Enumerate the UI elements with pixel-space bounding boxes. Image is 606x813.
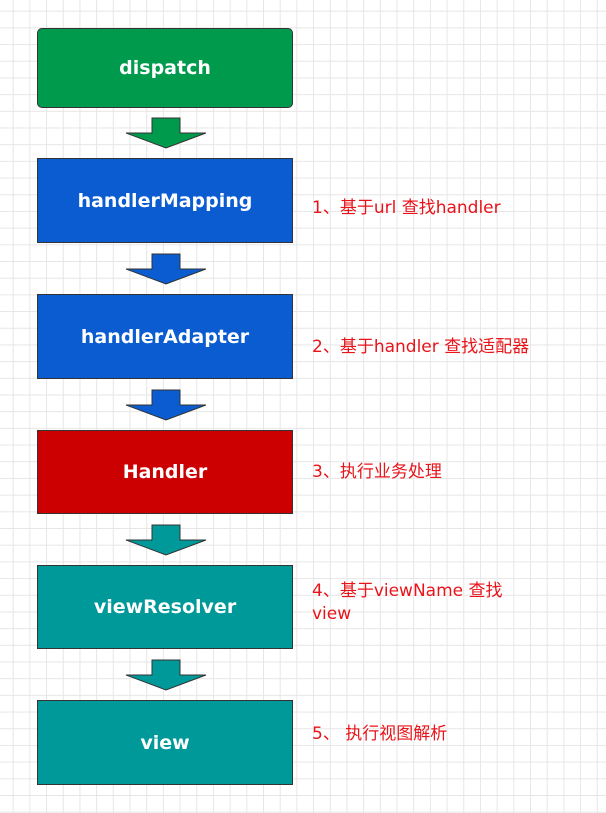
down-arrow-5: [125, 659, 207, 691]
note-2: 2、基于handler 查找适配器: [312, 337, 530, 357]
step-handler-adapter: handlerAdapter: [37, 294, 293, 379]
note-4: 4、基于viewName 查找view: [312, 581, 503, 624]
down-arrow-2: [125, 253, 207, 285]
down-arrow-1: [125, 117, 207, 149]
step-handler-mapping: handlerMapping: [37, 158, 293, 243]
step-view-resolver: viewResolver: [37, 565, 293, 649]
note-5: 5、 执行视图解析: [312, 724, 448, 744]
step-handler: Handler: [37, 430, 293, 514]
down-arrow-4: [125, 524, 207, 556]
step-dispatch: dispatch: [37, 28, 293, 108]
step-view: view: [37, 700, 293, 785]
note-3: 3、执行业务处理: [312, 462, 442, 482]
down-arrow-3: [125, 389, 207, 421]
note-1: 1、基于url 查找handler: [312, 198, 501, 218]
